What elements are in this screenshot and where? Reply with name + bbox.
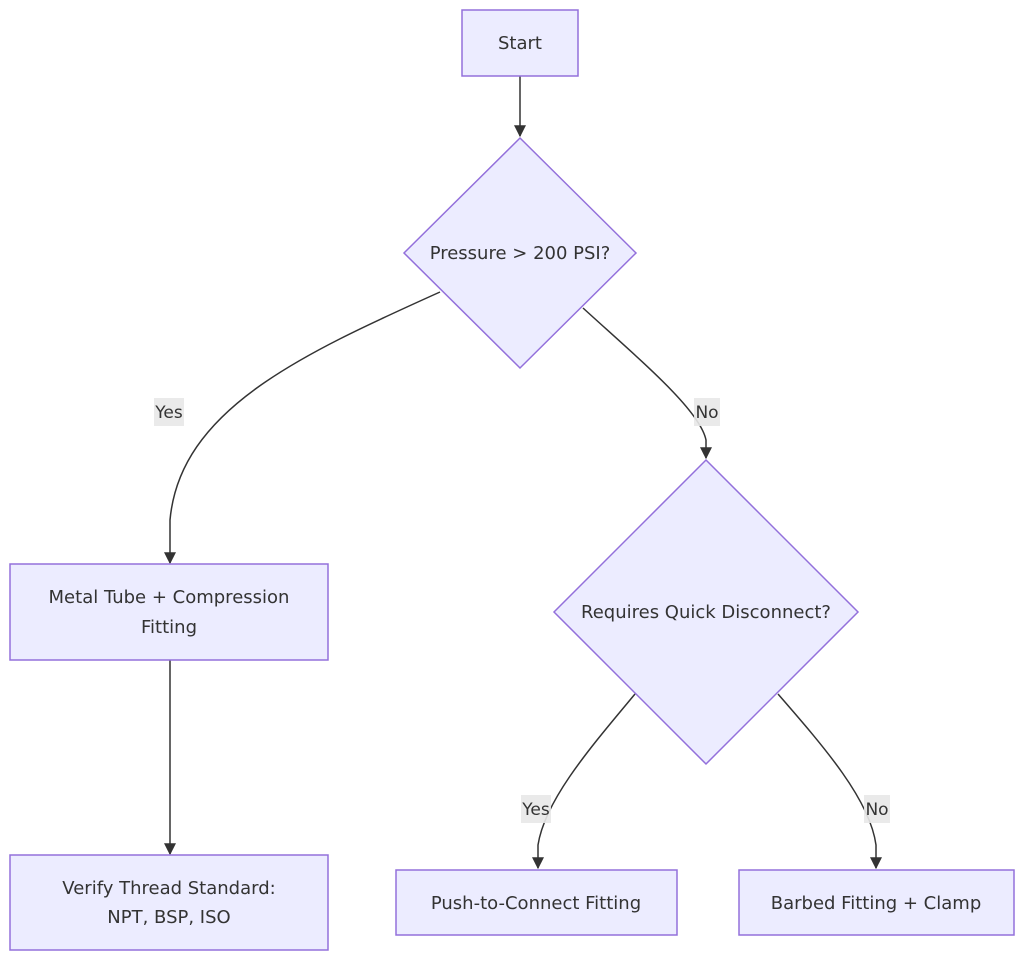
- node-quick-disconnect-decision: Requires Quick Disconnect?: [552, 458, 860, 766]
- edge-quick-disconnect-to-push-to-connect: [532, 693, 636, 870]
- edge-pressure-to-metal-tube: [164, 291, 441, 565]
- node-metal-tube-label-line1: Metal Tube + Compression: [49, 587, 290, 608]
- node-push-to-connect: Push-to-Connect Fitting: [395, 869, 678, 936]
- node-push-to-connect-label: Push-to-Connect Fitting: [431, 893, 641, 914]
- node-verify-thread: Verify Thread Standard: NPT, BSP, ISO: [9, 854, 329, 951]
- node-verify-thread-label-line2: NPT, BSP, ISO: [107, 907, 230, 928]
- edge-label-quick-yes-text: Yes: [521, 800, 550, 820]
- edge-label-quick-no-text: No: [865, 800, 888, 820]
- edge-label-quick-yes: Yes: [521, 795, 551, 823]
- node-start: Start: [461, 9, 579, 77]
- edge-label-pressure-yes-text: Yes: [154, 403, 183, 423]
- node-quick-disconnect-decision-label: Requires Quick Disconnect?: [581, 602, 831, 623]
- node-metal-tube: Metal Tube + Compression Fitting: [9, 563, 329, 661]
- edges: [164, 76, 882, 870]
- node-pressure-decision: Pressure > 200 PSI?: [402, 136, 638, 370]
- node-metal-tube-label-line2: Fitting: [141, 617, 197, 638]
- edge-label-quick-no: No: [864, 795, 890, 823]
- node-barbed-fitting-label: Barbed Fitting + Clamp: [771, 893, 982, 914]
- node-barbed-fitting: Barbed Fitting + Clamp: [738, 869, 1015, 936]
- edge-pressure-to-quick-disconnect: [582, 307, 712, 460]
- nodes: Start Pressure > 200 PSI? Metal Tube + C…: [9, 9, 1015, 951]
- node-verify-thread-label-line1: Verify Thread Standard:: [62, 878, 275, 899]
- node-pressure-decision-label: Pressure > 200 PSI?: [430, 243, 611, 264]
- edge-label-pressure-no-text: No: [695, 403, 718, 423]
- edge-label-pressure-no: No: [694, 398, 720, 426]
- edge-label-pressure-yes: Yes: [154, 398, 184, 426]
- node-start-label: Start: [498, 33, 542, 54]
- edge-quick-disconnect-to-barbed: [777, 693, 882, 870]
- edge-labels: Yes No Yes No: [154, 398, 890, 823]
